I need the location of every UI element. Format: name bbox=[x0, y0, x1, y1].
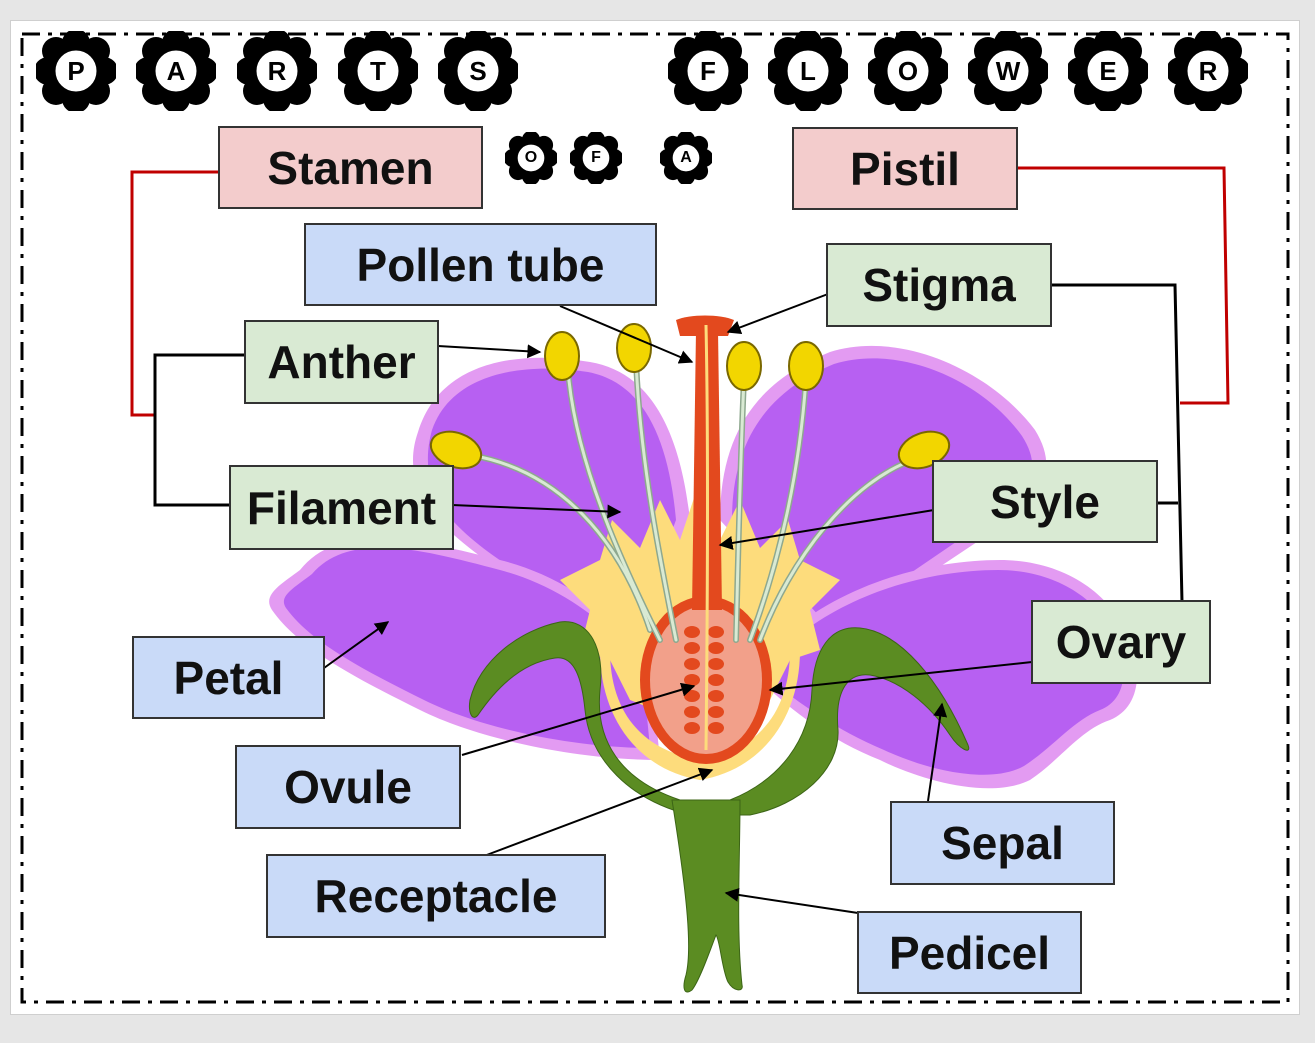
flower-badge-icon bbox=[438, 31, 518, 111]
title-letter-text: R bbox=[1198, 55, 1218, 86]
anthers bbox=[429, 323, 951, 470]
petal-label: Petal bbox=[132, 636, 325, 719]
flower-badge-icon bbox=[36, 31, 116, 111]
flower-badge-icon bbox=[668, 31, 748, 111]
title-letter: F bbox=[668, 31, 748, 111]
title-letter: L bbox=[768, 31, 848, 111]
ovules bbox=[684, 626, 724, 734]
title-letter-text: F bbox=[591, 149, 601, 166]
flower-badge-icon bbox=[570, 132, 622, 184]
title-letter-text: S bbox=[469, 55, 487, 86]
ovary-label: Ovary bbox=[1031, 600, 1211, 684]
flower-badge-icon bbox=[1168, 31, 1248, 111]
title-letter: O bbox=[868, 31, 948, 111]
flower-badge-icon bbox=[338, 31, 418, 111]
title-letter: W bbox=[968, 31, 1048, 111]
flower-badge-icon bbox=[136, 31, 216, 111]
flower-badge-icon bbox=[868, 31, 948, 111]
title-letter: A bbox=[660, 132, 712, 184]
title-letter-text: O bbox=[897, 55, 919, 86]
title-letter: A bbox=[136, 31, 216, 111]
title-letter: E bbox=[1068, 31, 1148, 111]
pistil-inner-bracket bbox=[1052, 283, 1184, 603]
flower-badge-icon bbox=[968, 31, 1048, 111]
receptacle-shape bbox=[600, 650, 800, 780]
title-letter: S bbox=[438, 31, 518, 111]
title-letter-text: R bbox=[267, 55, 287, 86]
flower-badge-icon bbox=[1068, 31, 1148, 111]
title-letter-text: E bbox=[1099, 55, 1117, 86]
flower-badge-icon bbox=[768, 31, 848, 111]
title-letter-text: A bbox=[166, 55, 186, 86]
flower-badge-icon bbox=[505, 132, 557, 184]
sepal-label: Sepal bbox=[890, 801, 1115, 885]
stamen-bracket bbox=[130, 170, 218, 417]
flower-badge-icon bbox=[660, 132, 712, 184]
title-letter-text: T bbox=[370, 55, 386, 86]
stigma-label: Stigma bbox=[826, 243, 1052, 327]
receptacle-label: Receptacle bbox=[266, 854, 606, 938]
style-label: Style bbox=[932, 460, 1158, 543]
title-letter: T bbox=[338, 31, 418, 111]
pedicel-stem bbox=[671, 799, 743, 993]
pistil-label: Pistil bbox=[792, 127, 1018, 210]
pistil-bracket bbox=[1018, 166, 1230, 405]
title-letter-text: P bbox=[67, 55, 85, 86]
flower-badge-icon bbox=[237, 31, 317, 111]
sepals bbox=[469, 621, 970, 816]
title-letter: R bbox=[237, 31, 317, 111]
filament-label: Filament bbox=[229, 465, 454, 550]
title-letter: P bbox=[36, 31, 116, 111]
title-letter: R bbox=[1168, 31, 1248, 111]
title-letter: O bbox=[505, 132, 557, 184]
pedicel-label: Pedicel bbox=[857, 911, 1082, 994]
title-letter-text: L bbox=[800, 55, 816, 86]
ovule-label: Ovule bbox=[235, 745, 461, 829]
title-letter-text: O bbox=[524, 149, 538, 166]
stamen-inner-bracket bbox=[153, 353, 244, 507]
leader-lines bbox=[323, 293, 1033, 914]
title-letter-text: F bbox=[700, 55, 716, 86]
stamen-label: Stamen bbox=[218, 126, 483, 209]
pollen-tube-shape bbox=[704, 324, 709, 751]
pollen-tube-label: Pollen tube bbox=[304, 223, 657, 306]
title-letter: F bbox=[570, 132, 622, 184]
dashed-border bbox=[20, 32, 1290, 1004]
title-letter-text: A bbox=[680, 149, 692, 166]
anther-label: Anther bbox=[244, 320, 439, 404]
title-letter-text: W bbox=[995, 55, 1021, 86]
